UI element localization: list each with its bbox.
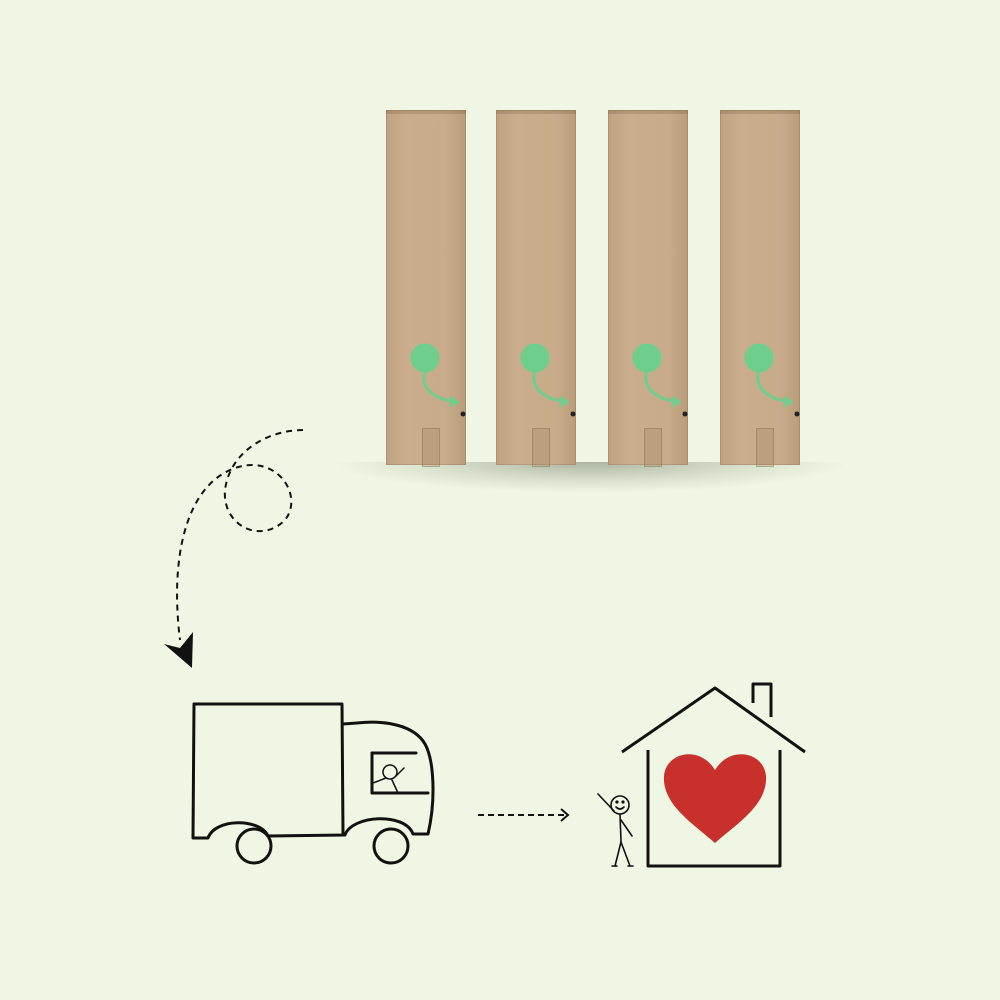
heart-icon — [663, 754, 767, 843]
box-hole — [460, 411, 466, 417]
dashed-curved-arrow-icon — [164, 429, 304, 668]
dashed-arrow-icon — [478, 808, 570, 822]
box-hole — [570, 411, 576, 417]
box-hole — [794, 411, 800, 417]
green-logo-icon — [410, 343, 460, 408]
delivery-truck-icon — [191, 702, 435, 865]
house-icon — [621, 682, 806, 868]
stick-figure-icon — [597, 793, 634, 867]
box-hole — [682, 411, 688, 417]
green-logo-icon — [520, 343, 570, 408]
green-logo-icon — [632, 343, 682, 408]
boxes-shadow — [335, 462, 845, 492]
green-logo-icon — [744, 343, 794, 408]
